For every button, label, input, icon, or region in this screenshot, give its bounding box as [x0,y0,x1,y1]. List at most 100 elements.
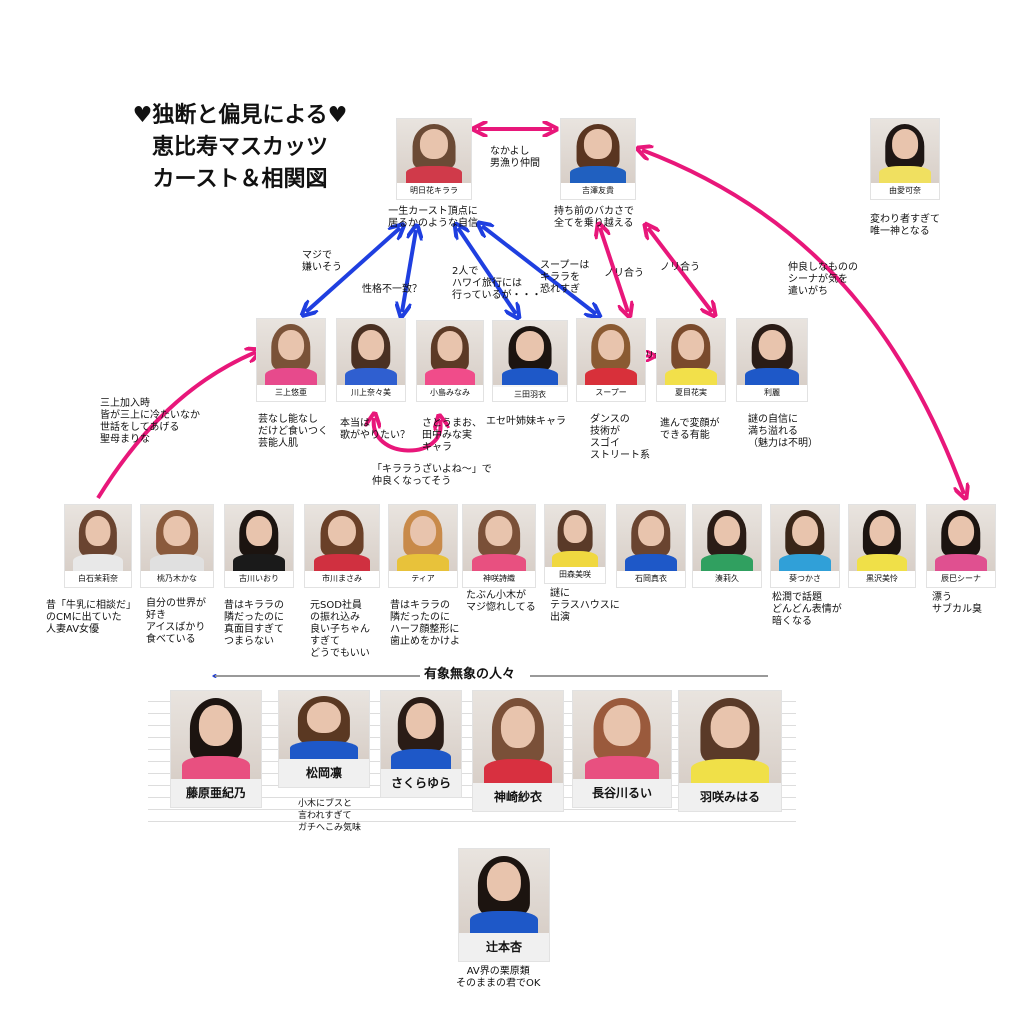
portrait-photo [171,691,261,779]
relation-tomoki-tatsumi: 仲良しなものの シーナが気を 遣いがち [788,262,858,297]
arrow-kirara-mikami [306,228,400,312]
relation-kirara-kawakami: 性格不一致？ [362,284,422,295]
member-card-yua: 由愛可奈 [870,118,940,200]
arrow-kirara-supu [482,226,596,314]
arrow-shiraishi-mikami [96,352,256,500]
member-card-mikami: 三上悠亜 [256,318,326,402]
member-name: 長谷川るい [573,779,671,807]
member-note-supu: ダンスの 技術が スゴイ ストリート系 [590,414,650,461]
portrait-photo [737,319,807,385]
member-note-tomoki: 持ち前のバカさで 全てを乗り越える [554,206,634,229]
member-card-natsume: 夏目花実 [656,318,726,402]
member-card-hasegawa: 長谷川るい [572,690,672,808]
member-note-furukawa: 昔はキララの 隣だったのに 真面目すぎて つまらない [224,600,284,647]
member-note-tamori: 謎に テラスハウスに 出演 [550,588,620,623]
member-note-shiraishi: 昔「牛乳に相談だ」 のCMに出ていた 人妻AV女優 [46,600,136,635]
member-card-matsuoka: 松岡凛 [278,690,370,788]
relation-supu-natsume: ノリ合う [636,351,673,361]
member-note-kawakami: 本当は 歌がやりたい？ [340,418,410,441]
relation-kawakami-kojima: 「キララうざいよね～」で 仲良くなってそう [372,464,492,487]
member-card-furukawa: 古川いおり [224,504,294,588]
member-card-shiraishi: 白石茉莉奈 [64,504,132,588]
member-note-tia: 昔はキララの 隣だったのに ハーフ顔整形に 歯止めをかけよ [390,600,460,647]
arrow-kawakami-kojima [374,418,441,453]
member-name: 石岡真衣 [617,571,685,587]
portrait-photo [225,505,293,571]
member-card-ichikawa: 市川まさみ [304,504,380,588]
member-name: 神咲詩織 [463,571,535,587]
member-note-yua: 変わり者すぎて 唯一神となる [870,214,940,237]
portrait-photo [573,691,671,779]
portrait-photo [771,505,839,571]
member-note-ichikawa: 元SOD社員 の振れ込み 良い子ちゃん すぎて どうでもいい [310,600,370,659]
band-label: 有象無象の人々 [424,667,516,682]
member-name: 三上悠亜 [257,385,325,401]
member-name: 明日花キララ [397,183,471,199]
member-card-kurosawa: 黒沢美怜 [848,504,916,588]
portrait-photo [561,119,635,183]
member-name: 神崎紗衣 [473,783,563,811]
title-line-3: カースト＆相関図 [152,167,328,192]
portrait-photo [65,505,131,571]
member-name: 吉澤友貴 [561,183,635,199]
member-name: 藤原亜紀乃 [171,779,261,807]
member-name: 川上奈々美 [337,385,405,401]
member-note-mikami: 芸なし能なし だけど食いつく 芸能人肌 [258,414,328,449]
relation-tomoki-natsume: ノリ合う [660,262,700,273]
member-note-natsume: 進んで変顔が できる有能 [660,418,720,441]
member-name: 小島みなみ [417,385,483,401]
member-note-tsujimoto: AV界の栗原類 そのままの君でOK [456,966,541,989]
member-name: 三田羽衣 [493,387,567,401]
member-note-tatsumi: 漂う サブカル臭 [932,592,982,615]
portrait-photo [657,319,725,385]
member-name: 黒沢美怜 [849,571,915,587]
member-name: 夏目花実 [657,385,725,401]
member-note-kamisaki-shiori: たぶん小木が マジ惚れしてる [466,590,536,613]
member-note-matsuoka: 小木にブスと 言われすぎて ガチへこみ気味 [298,799,362,833]
member-name: 由愛可奈 [871,183,939,199]
portrait-photo [141,505,213,571]
member-card-kamisaki-shiori: 神咲詩織 [462,504,536,588]
relation-kirara-supu: スープーは キララを 恐れすぎ [540,260,590,295]
relation-kirara-tomoki: なかよし 男漁り仲間 [490,146,540,169]
portrait-photo [693,505,761,571]
member-card-sakura: さくらゆら [380,690,462,798]
member-card-tsujimoto: 辻本杏 [458,848,550,962]
relation-shiraishi-mikami: 三上加入時 皆が三上に冷たいなか 世話をしてあげる 聖母まりな [100,398,200,445]
member-name: 葵つかさ [771,571,839,587]
portrait-photo [577,319,645,385]
member-card-aoi: 葵つかさ [770,504,840,588]
arrow-kirara-kawakami [402,230,416,312]
portrait-photo [397,119,471,183]
member-card-hasaki: 羽咲みはる [678,690,782,812]
member-card-kirara: 明日花キララ [396,118,472,200]
portrait-photo [473,691,563,783]
relation-kirara-mita: 2人で ハワイ旅行には 行っているが・・・ [452,266,542,301]
member-card-tamori: 田森美咲 [544,504,606,584]
arrow-tomoki-supu [600,228,628,312]
portrait-photo [337,319,405,385]
member-name: 辰巳シーナ [927,571,995,587]
member-name: スープー [577,385,645,401]
member-card-rira: 利麗 [736,318,808,402]
portrait-photo [257,319,325,385]
portrait-photo [849,505,915,571]
member-name: 利麗 [737,385,807,401]
member-card-momono: 桃乃木かな [140,504,214,588]
member-card-mita: 三田羽衣 [492,320,568,402]
member-note-kojima: さとうまお、 田中みな実 キャラ [422,418,482,453]
member-card-kawakami: 川上奈々美 [336,318,406,402]
title-line-2: 恵比寿マスカッツ [151,135,328,160]
member-card-ishioka: 石岡真衣 [616,504,686,588]
portrait-photo [389,505,457,571]
member-card-tia: ティア [388,504,458,588]
chart-title: ♥独断と偏見による♥ 恵比寿マスカッツ カースト＆相関図 [110,100,370,196]
member-note-aoi: 松潤で話題 どんどん表情が 暗くなる [772,592,842,627]
title-line-1: ♥独断と偏見による♥ [132,103,348,128]
portrait-photo [493,321,567,385]
member-name: 辻本杏 [459,933,549,961]
member-card-kojima: 小島みなみ [416,320,484,402]
member-card-kanzaki: 神崎紗衣 [472,690,564,812]
member-name: 古川いおり [225,571,293,587]
